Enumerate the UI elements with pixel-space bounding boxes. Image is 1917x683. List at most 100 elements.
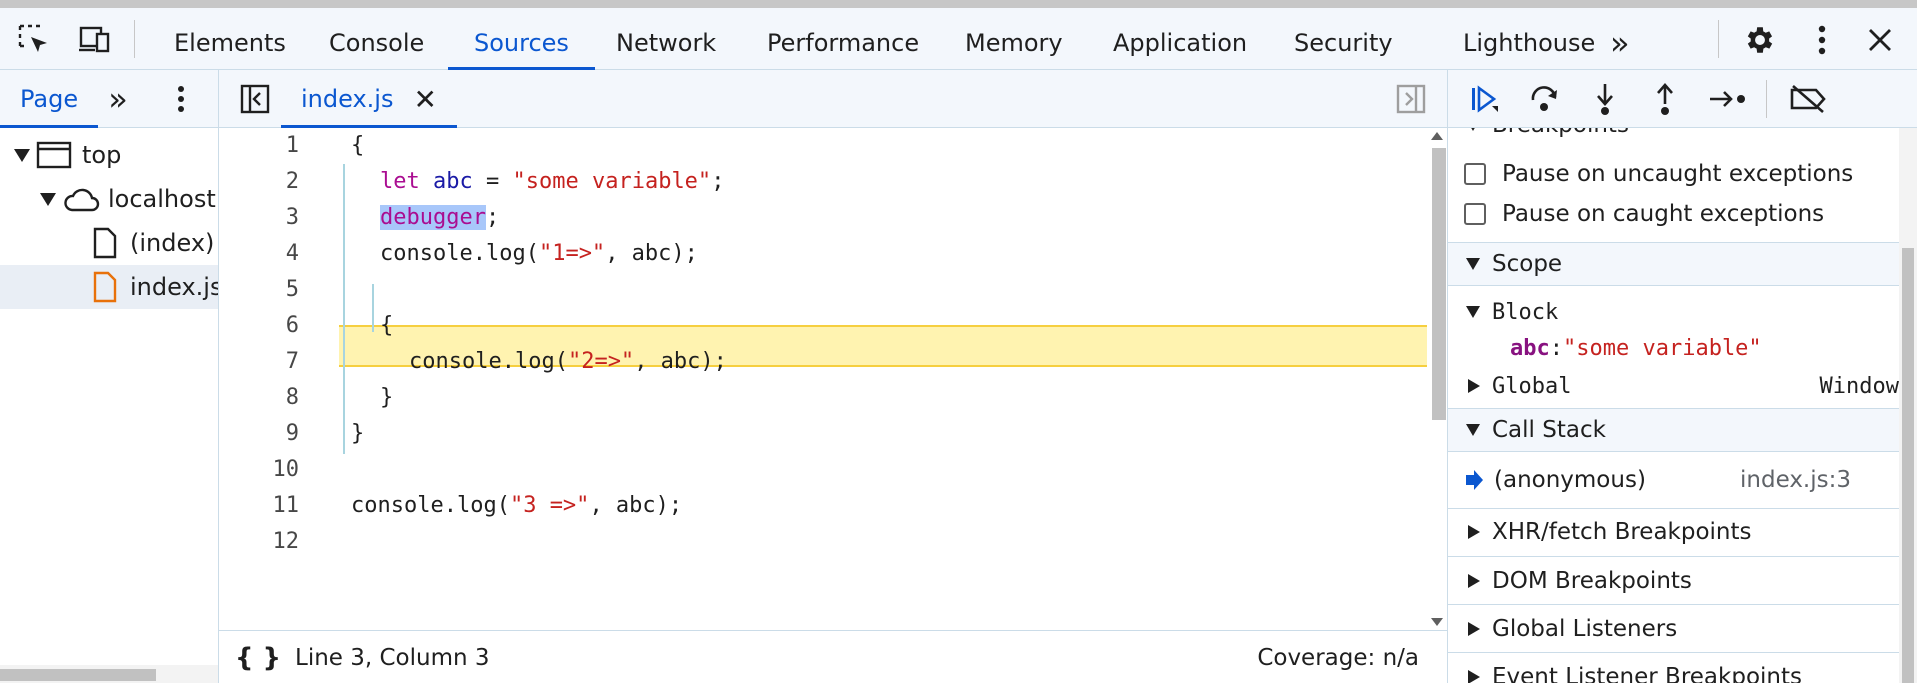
- scrollbar-thumb[interactable]: [1432, 148, 1446, 420]
- deactivate-breakpoints-icon[interactable]: [1786, 80, 1830, 118]
- section-divider: [1448, 508, 1899, 509]
- pause-caught-row[interactable]: Pause on caught exceptions: [1448, 194, 1899, 234]
- expand-arrow-icon[interactable]: [1468, 621, 1480, 636]
- pause-uncaught-row[interactable]: Pause on uncaught exceptions: [1448, 154, 1899, 194]
- line-number[interactable]: 8: [285, 385, 299, 410]
- more-tabs-icon[interactable]: »: [1610, 24, 1630, 62]
- line-number[interactable]: 12: [272, 529, 300, 554]
- line-number[interactable]: 1: [285, 133, 299, 158]
- tab-network[interactable]: Network: [616, 29, 717, 57]
- sidebar-vertical-scrollbar[interactable]: [1899, 128, 1917, 683]
- section-xhr-breakpoints[interactable]: XHR/fetch Breakpoints: [1448, 508, 1899, 556]
- code-line: }: [380, 385, 394, 410]
- section-title: Event Listener Breakpoints: [1492, 663, 1802, 683]
- tab-performance[interactable]: Performance: [767, 29, 920, 57]
- frame-location[interactable]: index.js:3: [1740, 467, 1851, 493]
- scrollbar-thumb[interactable]: [1902, 248, 1914, 683]
- line-number[interactable]: 2: [285, 169, 299, 194]
- tree-item-index-js[interactable]: index.js: [0, 265, 218, 309]
- pane-divider[interactable]: [218, 70, 219, 683]
- close-devtools-icon[interactable]: [1860, 20, 1900, 60]
- toolbar-divider: [1766, 80, 1767, 118]
- collapse-arrow-icon[interactable]: [1466, 258, 1480, 270]
- tab-sources[interactable]: Sources: [448, 16, 595, 70]
- step-out-icon[interactable]: [1646, 80, 1684, 118]
- line-number[interactable]: 7: [285, 349, 299, 374]
- pane-divider[interactable]: [1447, 70, 1448, 683]
- more-options-icon[interactable]: [1802, 20, 1842, 60]
- collapse-arrow-icon[interactable]: [1466, 128, 1480, 131]
- tree-item-index-html[interactable]: (index): [0, 221, 218, 265]
- pause-caught-checkbox[interactable]: [1464, 203, 1486, 225]
- resume-icon[interactable]: [1466, 80, 1504, 118]
- line-number[interactable]: 9: [285, 421, 299, 446]
- code-editor[interactable]: 1 2 3 4 5 6 7 8 9 10 11 12 { let abc = "…: [219, 128, 1447, 630]
- section-title: Breakpoints: [1492, 128, 1629, 138]
- section-breakpoints[interactable]: Breakpoints: [1448, 128, 1899, 142]
- tab-page[interactable]: Page: [0, 70, 99, 128]
- tab-console[interactable]: Console: [329, 29, 425, 57]
- expand-arrow-icon[interactable]: [1468, 525, 1480, 539]
- line-number[interactable]: 6: [285, 313, 299, 338]
- scope-global[interactable]: Global Window: [1448, 366, 1899, 406]
- collapse-arrow-icon[interactable]: [1466, 424, 1480, 436]
- code-line: let abc = "some variable";: [380, 169, 725, 194]
- current-frame-arrow-icon: [1464, 469, 1484, 491]
- editor-vertical-scrollbar[interactable]: [1427, 128, 1447, 630]
- expand-arrow-icon[interactable]: [1468, 379, 1480, 393]
- tree-item-top[interactable]: top: [0, 133, 218, 177]
- expand-arrow-icon[interactable]: [1468, 573, 1480, 588]
- line-number[interactable]: 4: [285, 241, 299, 266]
- tab-elements[interactable]: Elements: [174, 29, 286, 57]
- js-file-icon: [92, 271, 118, 303]
- pause-uncaught-checkbox[interactable]: [1464, 163, 1486, 185]
- tab-security[interactable]: Security: [1294, 29, 1393, 57]
- step-over-icon[interactable]: [1526, 80, 1564, 118]
- scroll-up-icon[interactable]: [1431, 132, 1443, 140]
- section-scope[interactable]: Scope: [1448, 242, 1899, 286]
- expand-arrow-icon[interactable]: [14, 148, 30, 162]
- scope-block[interactable]: Block: [1448, 292, 1899, 332]
- checkbox-label: Pause on uncaught exceptions: [1502, 161, 1854, 187]
- expand-arrow-icon[interactable]: [1468, 669, 1480, 683]
- tab-lighthouse[interactable]: Lighthouse: [1463, 29, 1596, 57]
- step-icon[interactable]: [1706, 80, 1750, 118]
- scroll-down-icon[interactable]: [1431, 618, 1443, 626]
- scrollbar-thumb[interactable]: [0, 669, 156, 681]
- window-top-strip: [0, 0, 1917, 8]
- inspect-element-icon[interactable]: [14, 20, 54, 60]
- expand-arrow-icon[interactable]: [40, 192, 56, 206]
- more-panes-icon[interactable]: »: [108, 80, 128, 118]
- tab-memory[interactable]: Memory: [965, 29, 1063, 57]
- step-into-icon[interactable]: [1586, 80, 1624, 118]
- section-title: Call Stack: [1492, 417, 1606, 443]
- line-number[interactable]: 10: [272, 457, 300, 482]
- call-frame[interactable]: (anonymous) index.js:3: [1448, 460, 1899, 500]
- code-line-paused: debugger;: [380, 205, 500, 230]
- settings-gear-icon[interactable]: [1740, 20, 1780, 60]
- scope-variable-abc[interactable]: abc: "some variable": [1448, 328, 1899, 368]
- section-event-listener-breakpoints[interactable]: Event Listener Breakpoints: [1448, 652, 1899, 683]
- navigator-header: Page »: [0, 70, 218, 128]
- line-number[interactable]: 5: [285, 277, 299, 302]
- section-global-listeners[interactable]: Global Listeners: [1448, 604, 1899, 652]
- scope-label: Global: [1492, 373, 1572, 399]
- collapse-arrow-icon[interactable]: [1466, 306, 1480, 318]
- line-number[interactable]: 11: [272, 493, 300, 518]
- close-tab-icon[interactable]: ✕: [413, 82, 437, 116]
- pretty-print-icon[interactable]: { }: [235, 643, 282, 673]
- section-call-stack[interactable]: Call Stack: [1448, 408, 1899, 452]
- device-toolbar-icon[interactable]: [74, 20, 114, 60]
- navigator-menu-icon[interactable]: [166, 80, 196, 118]
- tab-application[interactable]: Application: [1113, 29, 1248, 57]
- tree-item-localhost[interactable]: localhost: [0, 177, 218, 221]
- debugger-sidebar: Breakpoints Pause on uncaught exceptions…: [1448, 128, 1917, 683]
- navigator-horizontal-scrollbar[interactable]: [0, 665, 218, 683]
- section-dom-breakpoints[interactable]: DOM Breakpoints: [1448, 556, 1899, 604]
- cloud-icon: [62, 185, 100, 213]
- coverage-status[interactable]: Coverage: n/a: [1257, 645, 1419, 671]
- toggle-navigator-icon[interactable]: [237, 82, 273, 116]
- toggle-debugger-icon[interactable]: [1393, 82, 1429, 116]
- file-tab-index-js[interactable]: index.js ✕: [281, 70, 457, 128]
- line-number[interactable]: 3: [285, 205, 299, 230]
